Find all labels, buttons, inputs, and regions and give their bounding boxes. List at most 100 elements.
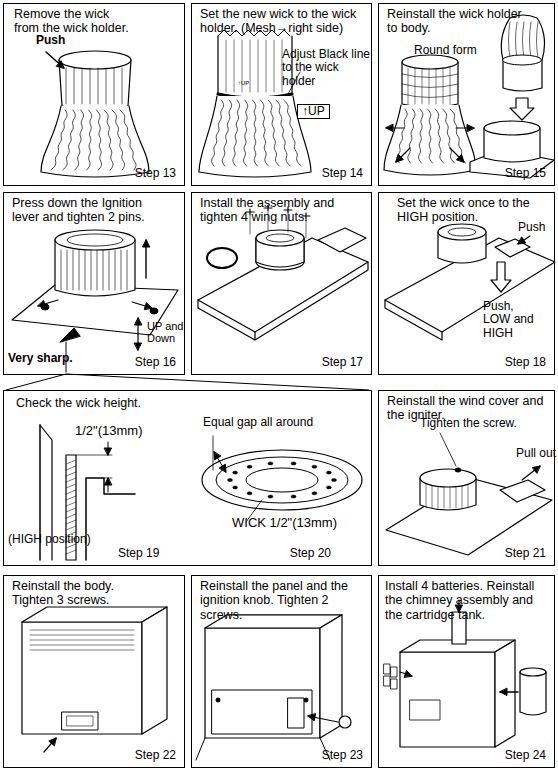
step-number: Step 19: [118, 547, 159, 561]
wick-hatch: [66, 508, 76, 512]
wick-mesh: [537, 22, 539, 58]
step-number: Step 17: [322, 356, 363, 370]
cabinet-front: [205, 628, 320, 738]
instruction-text: Install the assembly and tighten 4 wing …: [200, 196, 365, 225]
wick-mesh: [222, 100, 231, 166]
burner-hole: [247, 492, 252, 495]
burner-inner: [448, 228, 476, 236]
instruction-text: Reinstall the wick holder to body.: [387, 7, 527, 36]
wick-mesh: [523, 22, 525, 58]
callout-label: Adjust Black line to the wick holder: [282, 48, 372, 88]
callout-label: ↑UP: [238, 80, 249, 87]
leader-line: [440, 433, 456, 466]
battery: [391, 667, 397, 677]
callout-label: ↑UP: [297, 104, 330, 119]
pin: [150, 308, 158, 314]
cabinet-front: [22, 622, 142, 734]
callout-label: UP and Down: [147, 320, 185, 345]
wick-ring: [216, 457, 348, 503]
holder-slat: [266, 40, 267, 92]
step-panel: Reinstall the wick holder to body. Step 1…: [378, 3, 555, 186]
gasket: [207, 248, 237, 268]
wick: [41, 106, 149, 177]
burner-hole: [312, 465, 317, 468]
screw: [304, 698, 308, 702]
arrow-line: [518, 236, 530, 244]
cabinet-side: [142, 607, 167, 734]
stand-leg: [196, 738, 330, 760]
wick-hatch: [66, 472, 76, 476]
holder-slat: [415, 68, 416, 104]
wick-holder-top: [59, 51, 131, 69]
step-number: Step 23: [322, 749, 363, 763]
step-number: Step 15: [505, 167, 546, 181]
pin: [41, 304, 49, 310]
arrow-head: [214, 452, 221, 460]
battery: [391, 679, 397, 689]
wick-mesh: [87, 110, 92, 170]
burner-slat: [61, 250, 62, 290]
burner-hole: [291, 495, 296, 498]
holder-slat: [90, 68, 91, 104]
ignition-lever: [60, 328, 80, 342]
holder-slat: [443, 68, 444, 104]
step-number: Step 24: [505, 749, 546, 763]
wick-mesh: [112, 110, 124, 170]
instruction-text: Install 4 batteries. Reinstall the chimn…: [385, 579, 545, 622]
callout-label: Push: [518, 221, 545, 234]
cover-slat: [468, 484, 469, 508]
holder-slat: [82, 68, 83, 104]
cartridge-tank: [520, 672, 546, 715]
vent-line: [30, 640, 134, 641]
holder-ring: [402, 84, 458, 88]
callout-label: Push: [36, 34, 65, 47]
holder-slat: [274, 40, 275, 92]
hollow-arrow: [491, 262, 511, 292]
wick-mesh: [428, 109, 433, 163]
instruction-text: Press down the Ignition lever and tighte…: [12, 196, 172, 225]
platform: [198, 238, 368, 332]
wick-mesh: [233, 100, 240, 166]
burner-inner: [67, 234, 123, 246]
callout-label: Pull out: [516, 447, 556, 460]
step-number: Step 22: [135, 749, 176, 763]
wick-hatch: [66, 550, 76, 554]
screw: [216, 698, 220, 702]
step-panel: Remove the wick from the wick holder.Ste…: [3, 3, 185, 186]
holder-slat: [74, 68, 75, 104]
wick-mesh: [419, 109, 423, 163]
cover-slat: [450, 484, 451, 508]
callout-label: Push, LOW and HIGH: [483, 300, 535, 340]
igniter: [500, 480, 545, 502]
holder-slat: [122, 68, 123, 104]
step-panel: Install the assembly and tighten 4 wing …: [191, 192, 372, 375]
step-number: Step 14: [322, 167, 363, 181]
burner-slat: [67, 250, 68, 290]
instruction-text: Reinstall the panel and the ignition kno…: [200, 579, 365, 622]
burner-hole: [268, 495, 273, 498]
burner-slat: [127, 250, 128, 290]
screw: [455, 468, 461, 472]
arrow-head: [56, 61, 64, 68]
arrow-head: [396, 155, 403, 162]
wick-mesh: [104, 110, 113, 170]
burner-slat: [109, 250, 110, 290]
wick-mesh: [212, 100, 224, 166]
cabinet-side: [495, 640, 515, 747]
window-inner: [67, 716, 93, 726]
wick-mesh: [530, 22, 532, 58]
arrow-head: [105, 478, 112, 485]
arrow-line: [522, 466, 540, 480]
holder-ring: [402, 94, 458, 98]
holder-slat: [408, 68, 409, 104]
window: [62, 712, 98, 730]
burner-hole: [233, 471, 238, 474]
hollow-arrow: [510, 98, 534, 120]
callout-label: 1/2"(13mm): [75, 424, 142, 439]
dimension-line: [76, 455, 112, 478]
wick-hatch: [66, 496, 76, 500]
holder-slat: [258, 40, 259, 92]
wick-mesh: [260, 100, 268, 166]
